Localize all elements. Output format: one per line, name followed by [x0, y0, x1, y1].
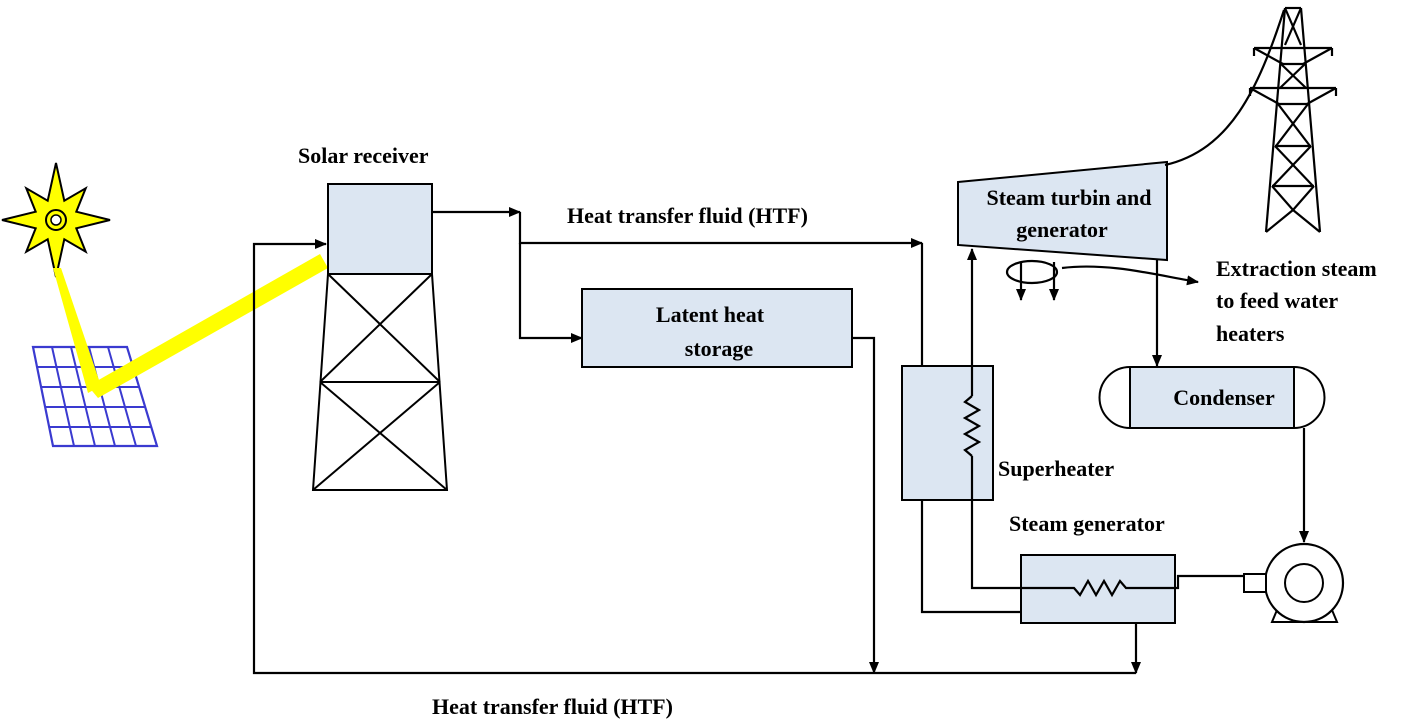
reflected-beam — [88, 254, 328, 398]
power-line — [1164, 9, 1286, 167]
transmission-tower-icon — [1248, 6, 1338, 233]
extraction-label-line3: heaters — [1216, 321, 1285, 346]
receiver-tower-icon — [311, 183, 449, 491]
sun-icon — [1, 162, 111, 278]
condenser-label: Condenser — [1173, 385, 1275, 410]
steam-generator-label: Steam generator — [1009, 511, 1165, 536]
latent-heat-storage-box — [581, 288, 853, 368]
superheater-box — [901, 365, 994, 501]
solar-receiver-label: Solar receiver — [298, 143, 429, 168]
sun-ray — [53, 268, 101, 393]
extraction-steam-taps — [1005, 259, 1199, 301]
condenser-vessel — [1098, 366, 1326, 429]
turbine-label-line2: generator — [1016, 217, 1108, 242]
htf-top-label: Heat transfer fluid (HTF) — [567, 203, 808, 228]
steam-turbine-box — [957, 160, 1168, 262]
extraction-label-line2: to feed water — [1216, 288, 1338, 313]
turbine-label-line1: Steam turbin and — [986, 185, 1151, 210]
latent-storage-label-line1: Latent heat — [656, 302, 765, 327]
superheater-label: Superheater — [998, 456, 1114, 481]
water-steam-line — [962, 248, 1244, 598]
pump-icon — [1243, 542, 1345, 624]
htf-bottom-label: Heat transfer fluid (HTF) — [432, 694, 673, 719]
extraction-label-line1: Extraction steam — [1216, 256, 1377, 281]
latent-storage-label-line2: storage — [685, 336, 754, 361]
